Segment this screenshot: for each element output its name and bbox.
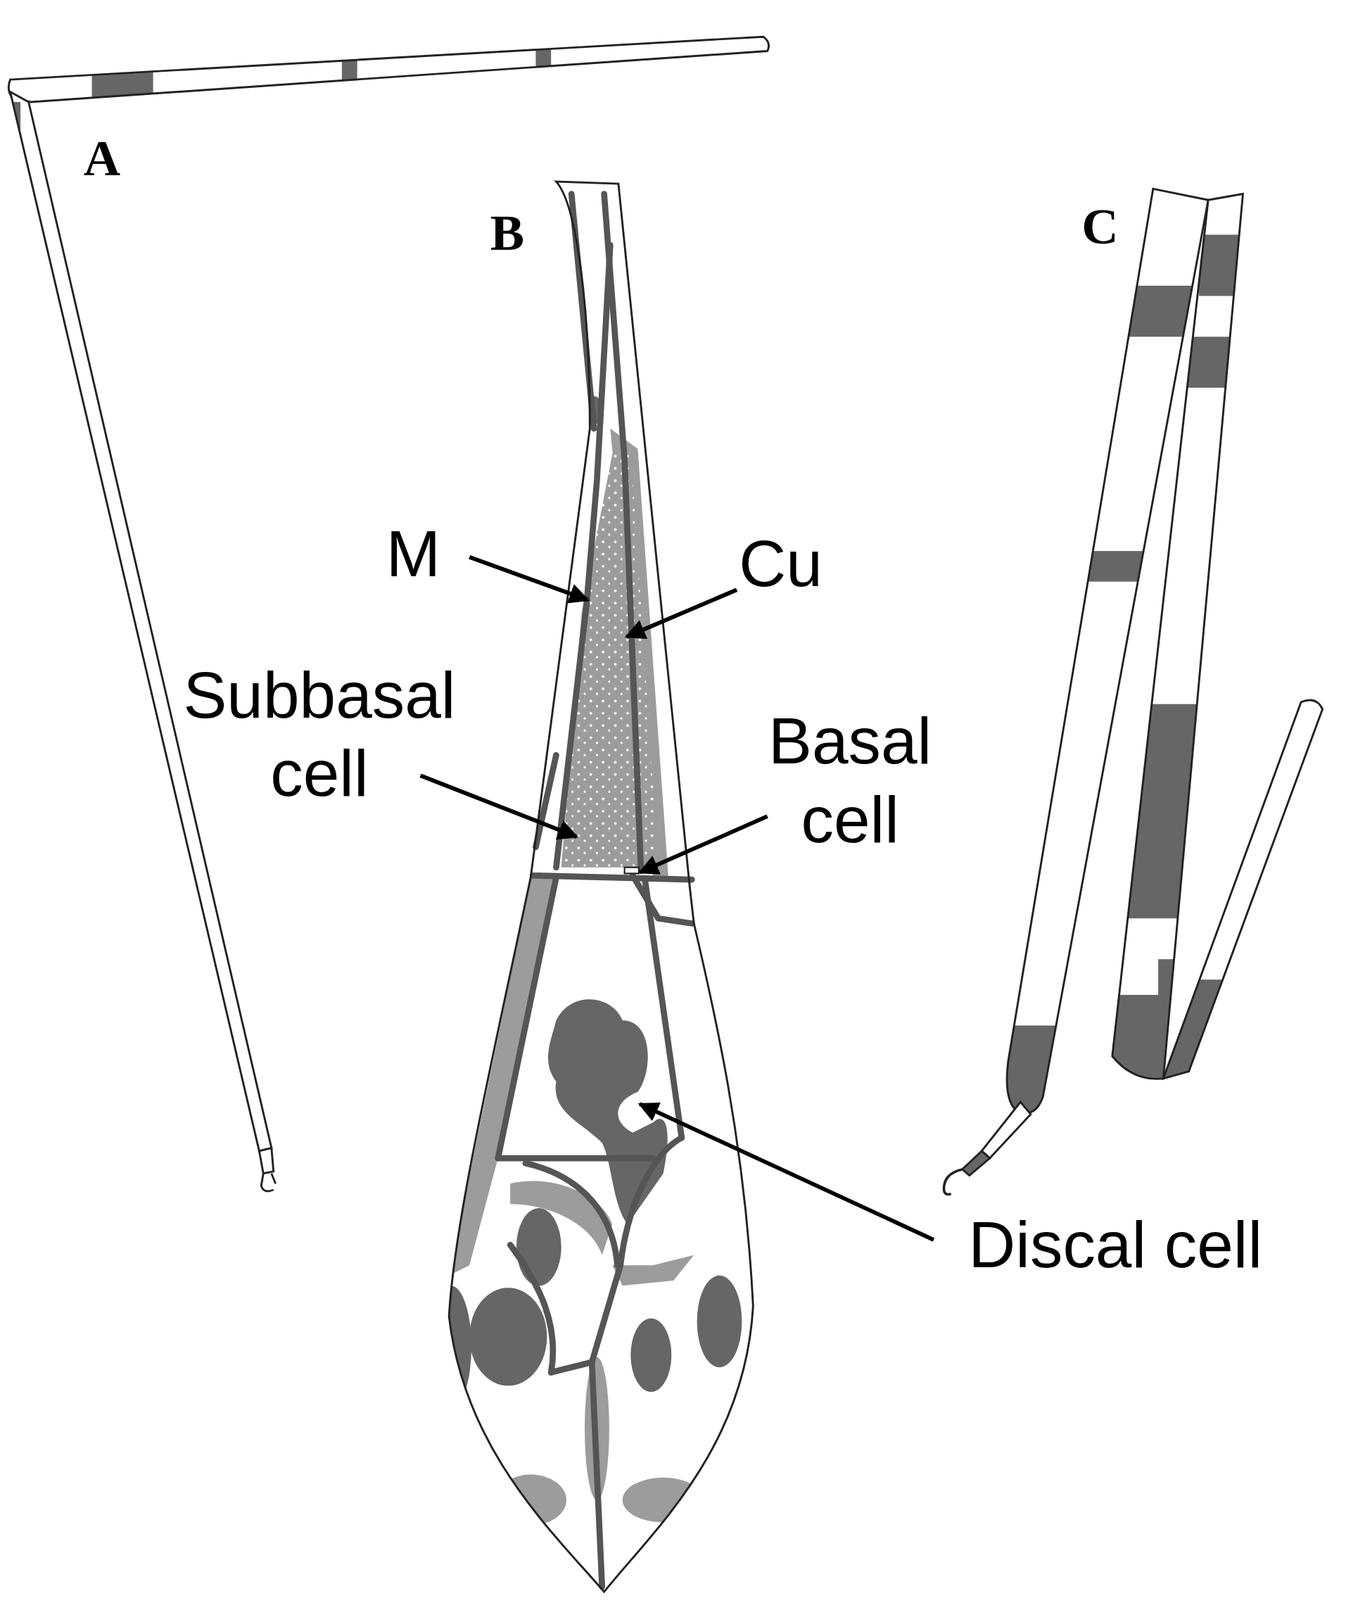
vein xyxy=(555,244,611,868)
vein-label: M xyxy=(386,515,441,594)
blotch xyxy=(697,1275,743,1368)
cell-label: Basal cell xyxy=(747,702,952,860)
wing-pattern xyxy=(430,396,771,1526)
vein xyxy=(498,1155,653,1162)
tarsus xyxy=(981,1101,1031,1159)
leg-c xyxy=(918,188,1346,1195)
vein xyxy=(624,459,641,868)
panel-letter: A xyxy=(83,127,121,189)
leader-arrow xyxy=(639,1103,934,1240)
cell-label: Subbasal cell xyxy=(166,656,473,814)
leader-arrow xyxy=(626,589,738,637)
tarsus xyxy=(962,1151,990,1176)
tibia-outline xyxy=(10,92,272,1152)
claw xyxy=(261,1173,276,1192)
band xyxy=(1198,235,1346,297)
tibia xyxy=(10,92,272,1152)
tibia-bands xyxy=(0,102,31,236)
vein xyxy=(645,879,682,1138)
subbasal-stipple xyxy=(561,448,659,868)
panel-letter: C xyxy=(1081,195,1119,257)
band xyxy=(918,337,1346,389)
blotch xyxy=(516,1208,562,1286)
wing-outline xyxy=(448,181,753,1592)
segment-bands xyxy=(918,235,1346,1088)
segment-outline xyxy=(1163,700,1323,1079)
band xyxy=(92,0,154,123)
band xyxy=(1122,979,1225,1082)
vein xyxy=(498,877,557,1159)
cell-label: Discal cell xyxy=(968,1205,1263,1285)
vein xyxy=(550,1362,592,1373)
leader-arrow xyxy=(639,816,767,873)
vein-label: Cu xyxy=(738,524,823,603)
tarsus xyxy=(258,1148,273,1174)
wing-membrane xyxy=(448,181,753,1592)
blotch xyxy=(729,1398,771,1501)
leader-arrow xyxy=(469,557,588,601)
vein-shade xyxy=(612,1255,694,1287)
vein xyxy=(591,1137,682,1587)
band xyxy=(0,199,31,236)
claw xyxy=(944,1169,963,1195)
blotch xyxy=(469,1287,547,1386)
vein xyxy=(525,1163,618,1266)
segment-bands xyxy=(1122,979,1225,1082)
basal-cell-mark xyxy=(624,867,639,874)
wing-b xyxy=(430,181,771,1592)
segment-bands xyxy=(918,285,1346,1128)
vein xyxy=(510,1244,554,1373)
blotch xyxy=(494,1474,567,1527)
vein xyxy=(632,875,692,924)
femur-outline xyxy=(8,36,769,103)
blotch xyxy=(630,1318,672,1392)
band xyxy=(535,0,551,123)
band xyxy=(918,550,1346,582)
leader-arrow xyxy=(420,775,577,837)
leader-lines xyxy=(420,557,934,1240)
panel-letter: B xyxy=(490,201,525,264)
